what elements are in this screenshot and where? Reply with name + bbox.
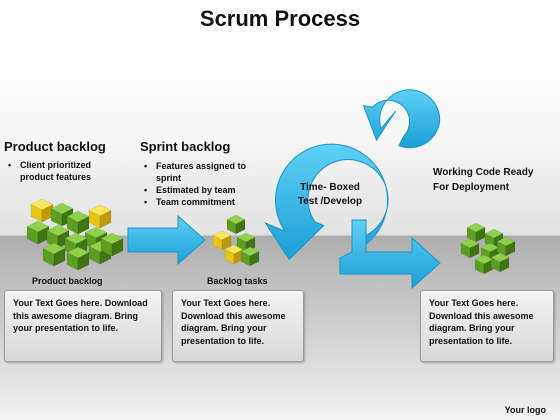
cube-face [77,252,90,271]
deployment-heading-line2: For Deployment [433,182,510,193]
product-backlog-label: Product backlog [32,276,103,286]
cube-face [53,248,66,267]
cube-face [249,251,260,267]
sprint-backlog-note: Your Text Goes here. Download this aweso… [172,290,304,362]
deployment-cubes [460,222,516,275]
daily-loop-arrow [362,89,441,149]
logo-placeholder: Your logo [504,405,546,415]
cube-face [505,241,516,257]
product-backlog-bullets: Client prioritized product features [4,159,122,183]
product-backlog-heading: Product backlog [4,139,106,154]
product-backlog-cubes [26,198,124,271]
cube-face [221,235,232,251]
sprint-cycle-line2: Test /Develop [297,196,363,207]
cube-face [99,210,112,229]
cube-face [469,243,480,259]
backlog-task-cubes [212,214,260,267]
cube-face [483,259,494,275]
backlog-tasks-label: Backlog tasks [207,276,268,286]
sprint-backlog-bullet: Team commitment [140,196,258,208]
cube-face [111,238,124,257]
sprint-backlog-bullet: Estimated by team [140,184,258,196]
deployment-heading-line1: Working Code Ready [433,167,534,178]
product-backlog-bullet: Client prioritized product features [4,159,122,183]
sprint-backlog-heading: Sprint backlog [140,139,231,154]
sprint-cycle-line1: Time- Boxed [300,182,360,193]
flow-arrow-to-sprint [127,214,206,266]
sprint-backlog-bullet: Features assigned to sprint [140,160,258,184]
cube-face [235,219,246,235]
sprint-backlog-bullets: Features assigned to sprint Estimated by… [140,160,258,208]
cube-face [77,216,90,235]
sprint-cycle-text: Time- Boxed Test /Develop [290,181,370,209]
cube-face [499,257,510,273]
page-title: Scrum Process [199,6,361,31]
product-backlog-note: Your Text Goes here. Download this aweso… [4,290,162,362]
deployment-arrow [339,219,441,290]
deployment-heading: Working Code Ready For Deployment [433,165,558,195]
deployment-note: Your Text Goes here. Download this aweso… [420,290,554,362]
